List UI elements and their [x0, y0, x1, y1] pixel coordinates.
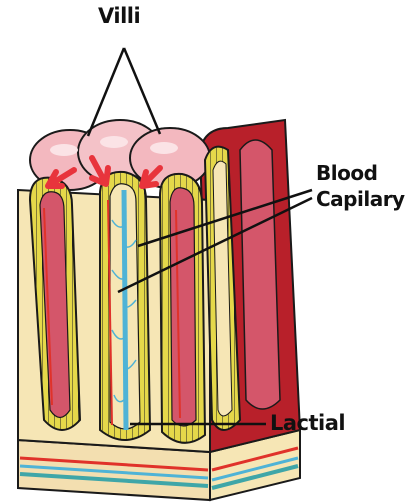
- villus-right: [160, 174, 205, 443]
- blood-capillary-label-line1: Blood: [316, 160, 405, 186]
- lacteal-vessel: [124, 190, 126, 430]
- villi-label: Villi: [98, 4, 140, 28]
- blood-capillary-label-line2: Capilary: [316, 186, 405, 212]
- lacteal-label: Lactial: [270, 411, 345, 435]
- villus-middle: [100, 172, 150, 440]
- blood-capillary-label: Blood Capilary: [316, 160, 405, 212]
